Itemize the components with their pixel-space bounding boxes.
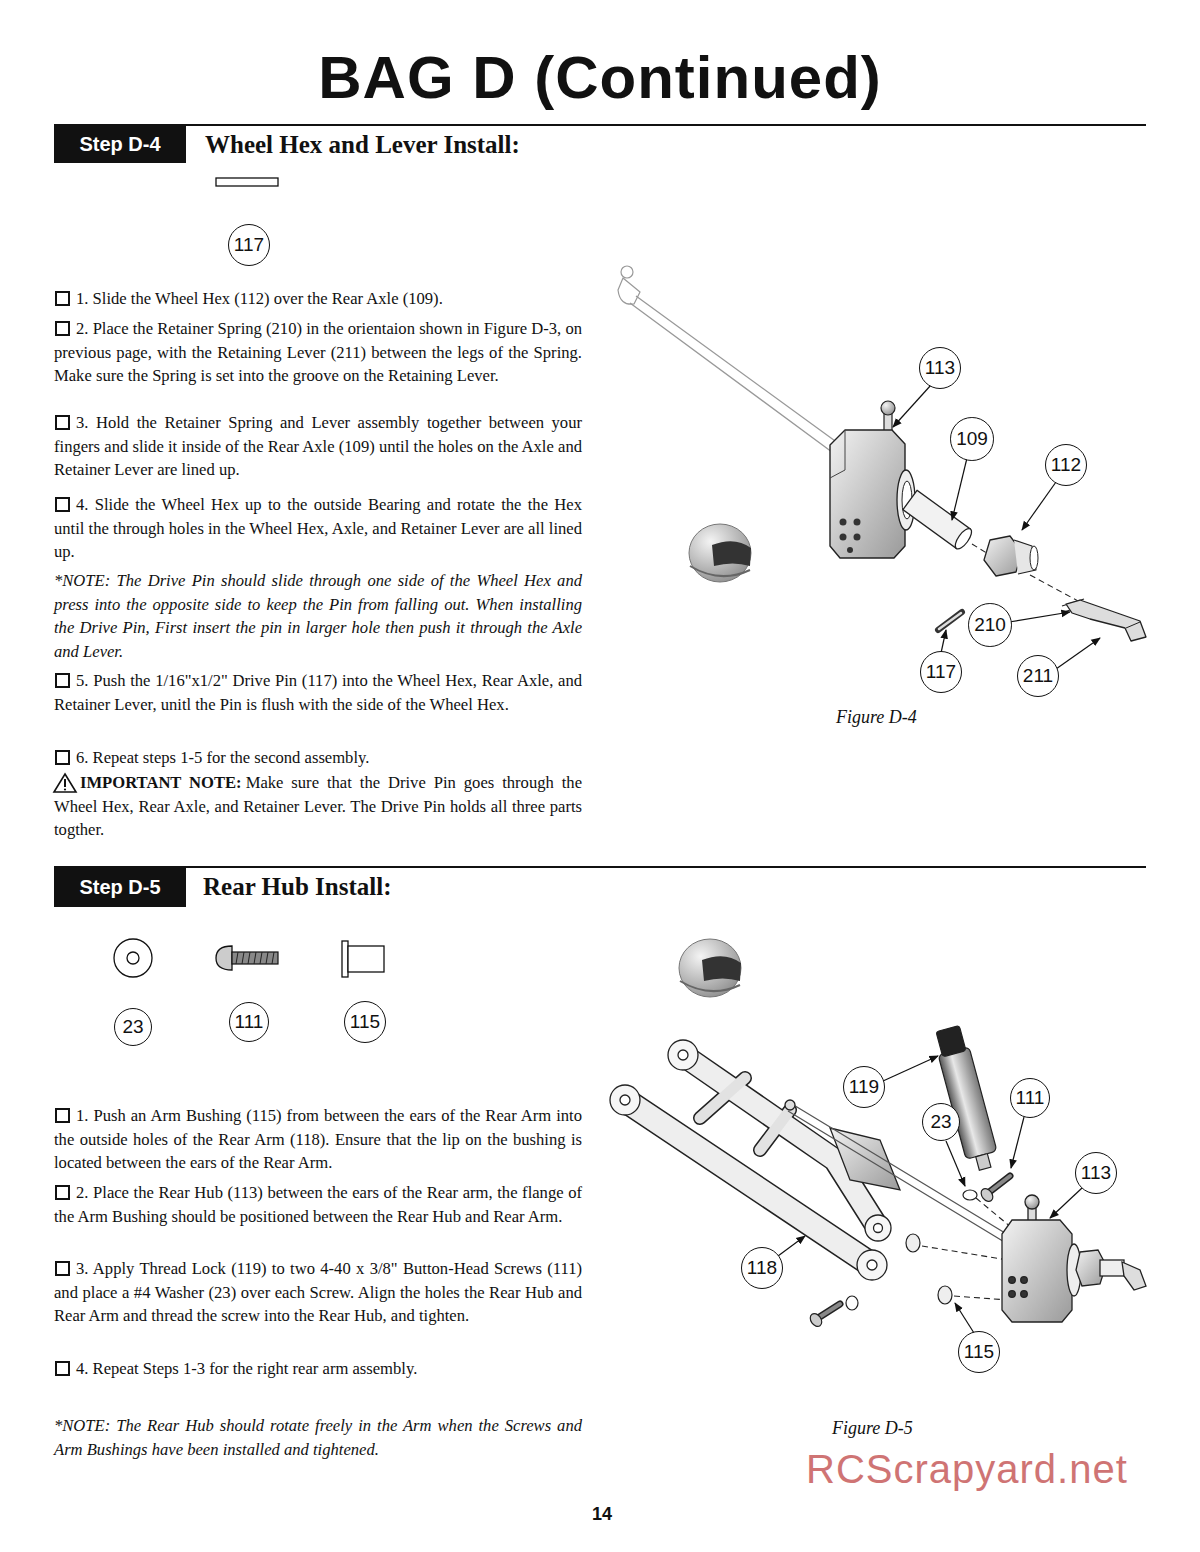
step-heading: Wheel Hex and Lever Install: — [205, 130, 520, 160]
callout-number: 115 — [964, 1341, 994, 1363]
instruction: 4. Slide the Wheel Hex up to the outside… — [54, 493, 582, 564]
callout-circle: 210 — [968, 603, 1012, 647]
callout-number: 115 — [350, 1011, 380, 1033]
note: *NOTE: The Drive Pin should slide throug… — [54, 569, 582, 663]
instruction: 1. Slide the Wheel Hex (112) over the Re… — [54, 287, 582, 311]
callout-number: 117 — [234, 234, 264, 256]
instruction: 2. Place the Retainer Spring (210) in th… — [54, 317, 582, 388]
watermark: RCScrapyard.net — [806, 1446, 1128, 1492]
step-label: Step D-5 — [79, 876, 160, 899]
callout-circle: 117 — [920, 651, 962, 693]
callout-number: 117 — [926, 661, 956, 683]
callout-number: 118 — [747, 1257, 777, 1279]
callout-number: 112 — [1051, 454, 1081, 476]
figure-caption: Figure D-5 — [832, 1417, 913, 1439]
callout-circle: 113 — [919, 347, 961, 389]
callout-circle: 113 — [1075, 1152, 1117, 1194]
page-title: BAG D (Continued) — [0, 42, 1200, 114]
page-number: 14 — [592, 1503, 612, 1525]
callout-circle: 115 — [344, 1001, 386, 1043]
figure-caption: Figure D-4 — [836, 706, 917, 728]
callout-number: 111 — [235, 1011, 264, 1033]
callout-circle: 119 — [843, 1066, 885, 1108]
instruction: 5. Push the 1/16"x1/2" Drive Pin (117) i… — [54, 669, 582, 716]
callout-number: 119 — [849, 1076, 879, 1098]
callout-circle: 23 — [922, 1103, 960, 1141]
callout-number: 210 — [974, 614, 1006, 636]
important-note: IMPORTANT NOTE:Make sure that the Drive … — [54, 771, 582, 842]
callout-circle: 111 — [229, 1002, 270, 1043]
step-box: Step D-4 — [54, 126, 186, 163]
callout-number: 109 — [956, 428, 988, 450]
instruction: 3. Hold the Retainer Spring and Lever as… — [54, 411, 582, 482]
instruction: 2. Place the Rear Hub (113) between the … — [54, 1181, 582, 1228]
instruction: 1. Push an Arm Bushing (115) from betwee… — [54, 1104, 582, 1175]
callout-circle: 211 — [1017, 655, 1059, 697]
callout-circle: 118 — [741, 1247, 783, 1289]
callout-number: 113 — [925, 357, 955, 379]
step-box: Step D-5 — [54, 868, 186, 907]
callout-circle: 112 — [1045, 444, 1087, 486]
callout-number: 111 — [1016, 1087, 1045, 1109]
instruction: 6. Repeat steps 1-5 for the second assem… — [54, 746, 582, 770]
instruction: 3. Apply Thread Lock (119) to two 4-40 x… — [54, 1257, 582, 1328]
callout-circle: 117 — [228, 224, 270, 266]
callout-circle: 111 — [1010, 1078, 1051, 1119]
note-part: IMPORTANT NOTE: — [80, 773, 242, 792]
instruction: 4. Repeat Steps 1-3 for the right rear a… — [54, 1357, 582, 1381]
callout-circle: 109 — [950, 417, 994, 461]
callout-number: 23 — [930, 1111, 951, 1133]
callout-circle: 23 — [114, 1008, 152, 1046]
callout-circle: 115 — [958, 1331, 1000, 1373]
callout-number: 211 — [1023, 665, 1053, 687]
step-label: Step D-4 — [79, 133, 160, 156]
callout-number: 113 — [1081, 1162, 1111, 1184]
note: *NOTE: The Rear Hub should rotate freely… — [54, 1414, 582, 1461]
callout-number: 23 — [122, 1016, 143, 1038]
step-heading: Rear Hub Install: — [203, 872, 391, 902]
